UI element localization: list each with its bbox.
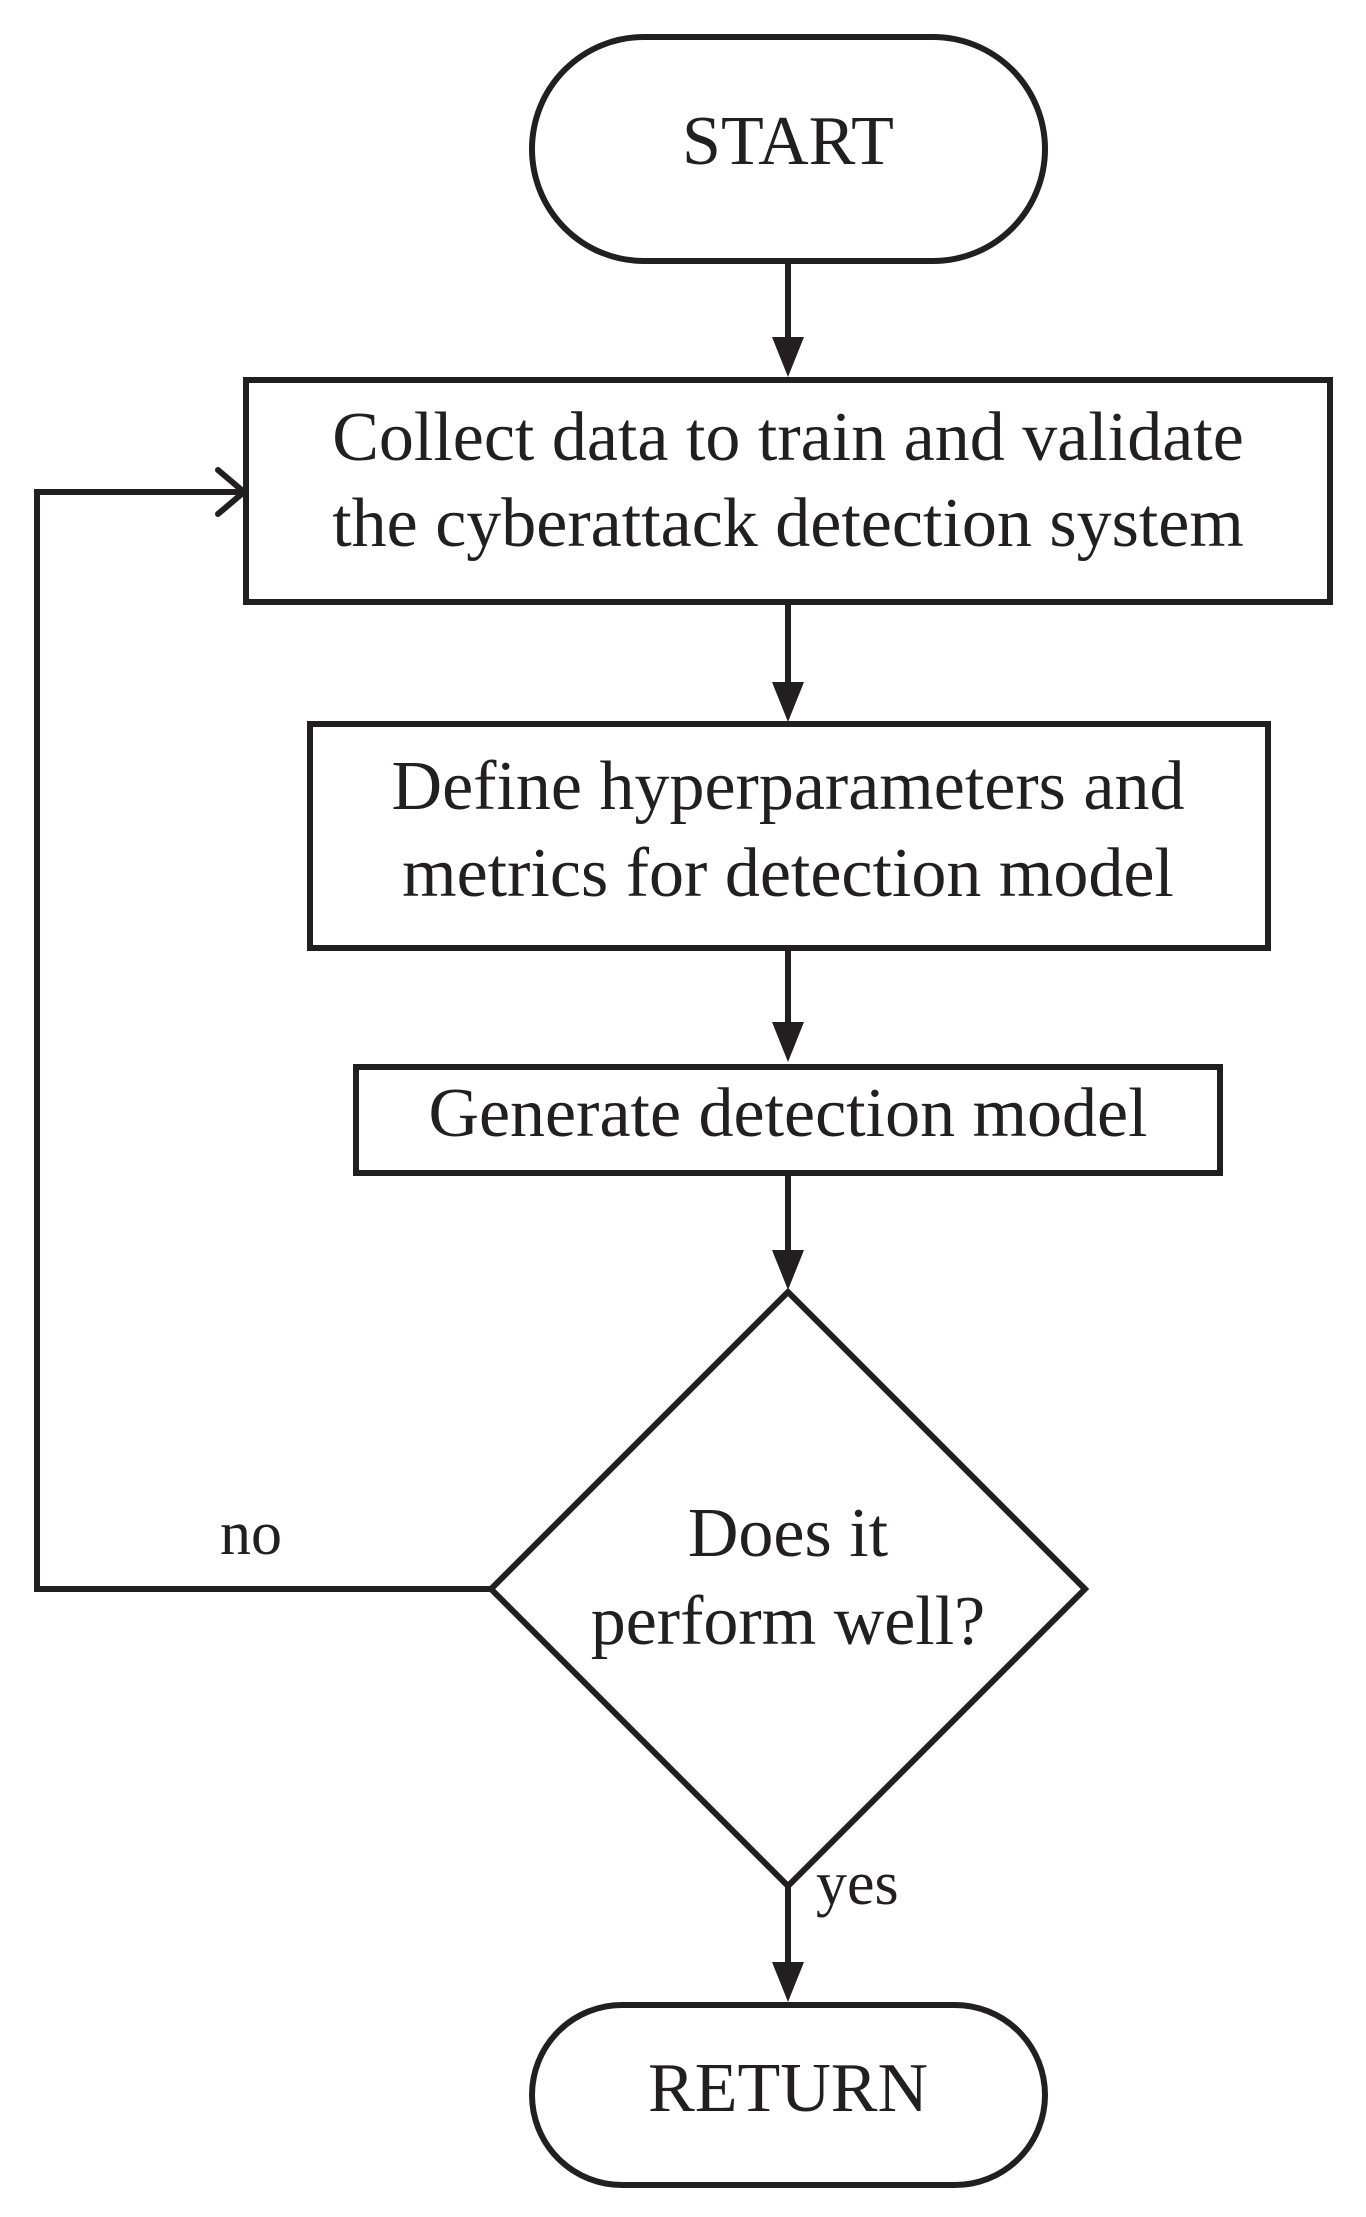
decision-line1: Does it — [688, 1495, 889, 1572]
return-node: RETURN — [529, 2002, 1048, 2188]
collect-data-line1: Collect data to train and validate — [332, 399, 1244, 476]
arrow-collect-to-define — [772, 602, 804, 722]
define-hyperparameters-line2: metrics for detection model — [402, 835, 1174, 912]
generate-model-label: Generate detection model — [428, 1075, 1147, 1152]
define-hyperparameters-line1: Define hyperparameters and — [392, 748, 1185, 825]
arrow-define-to-generate — [772, 948, 804, 1062]
arrow-start-to-collect — [772, 261, 804, 377]
return-label: RETURN — [648, 2050, 928, 2127]
decision-node: Does it perform well? — [486, 1287, 1090, 1891]
no-label: no — [220, 1500, 282, 1568]
arrow-no-loop — [34, 467, 491, 1592]
decision-line2: perform well? — [591, 1583, 986, 1660]
define-hyperparameters-node: Define hyperparameters and metrics for d… — [307, 721, 1271, 951]
generate-model-node: Generate detection model — [353, 1064, 1223, 1176]
arrow-generate-to-decision — [772, 1173, 804, 1290]
start-label: START — [682, 103, 894, 180]
collect-data-node: Collect data to train and validate the c… — [243, 377, 1333, 605]
collect-data-line2: the cyberattack detection system — [332, 485, 1244, 562]
yes-label: yes — [816, 1850, 899, 1918]
arrow-yes-to-return — [772, 1886, 804, 2002]
start-node: START — [529, 34, 1048, 264]
